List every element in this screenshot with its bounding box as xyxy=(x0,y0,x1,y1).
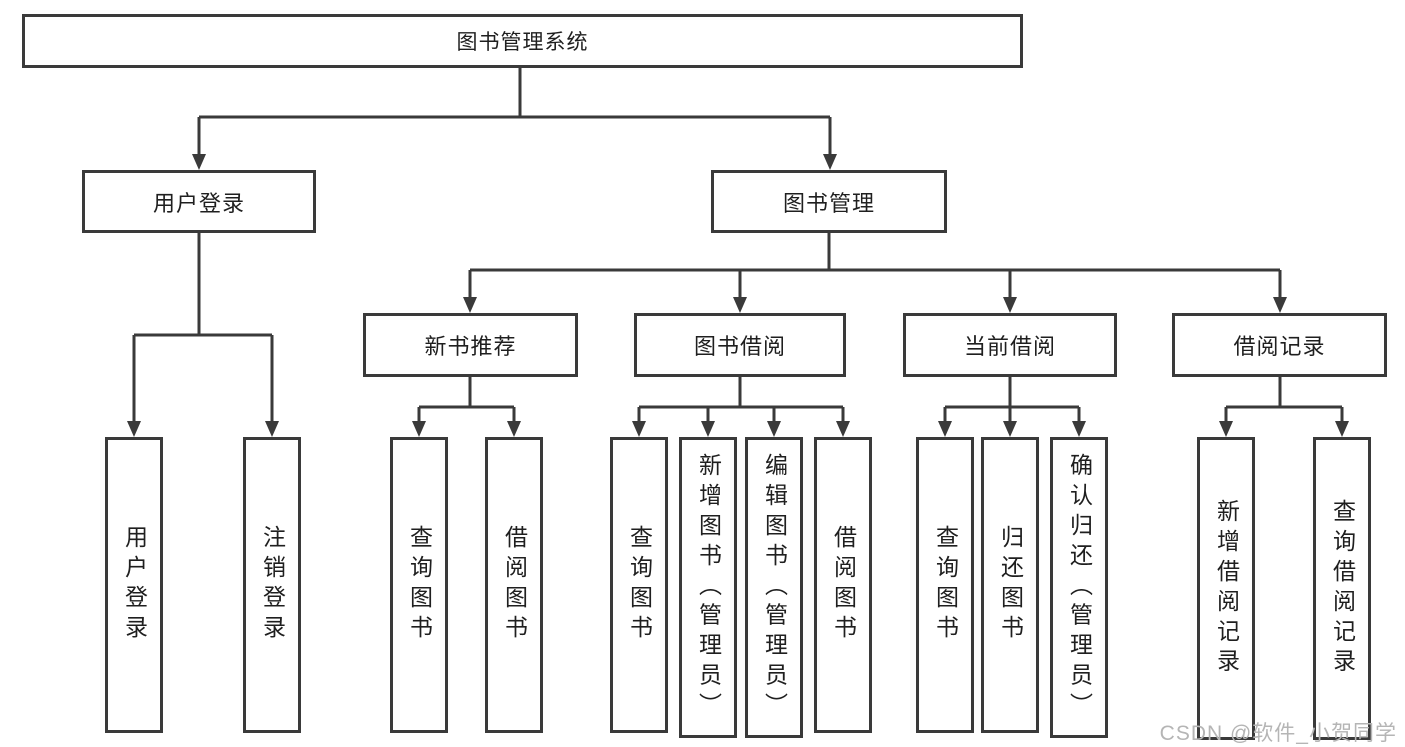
leaf-query-books-recommend: 查询图书 xyxy=(390,437,448,733)
leaf-query-books-borrow: 查询图书 xyxy=(610,437,668,733)
node-system-root: 图书管理系统 xyxy=(22,14,1023,68)
node-user-login-label: 用户登录 xyxy=(152,190,245,216)
leaf-borrow-books: 借阅图书 xyxy=(814,437,872,733)
node-system-root-label: 图书管理系统 xyxy=(456,31,589,54)
node-borrow-records: 借阅记录 xyxy=(1172,313,1387,377)
leaf-user-login-label: 用户登录 xyxy=(121,525,148,645)
leaf-confirm-return-admin: 确认归还（管理员） xyxy=(1050,437,1108,738)
node-book-management: 图书管理 xyxy=(711,170,947,233)
node-book-management-label: 图书管理 xyxy=(782,190,875,216)
leaf-borrow-books-recommend: 借阅图书 xyxy=(485,437,543,733)
node-current-borrow-label: 当前借阅 xyxy=(963,334,1056,359)
leaf-query-books-current-label: 查询图书 xyxy=(932,525,959,645)
leaf-query-books-recommend-label: 查询图书 xyxy=(406,525,433,645)
leaf-add-books-admin: 新增图书（管理员） xyxy=(679,437,737,738)
node-current-borrow: 当前借阅 xyxy=(903,313,1117,377)
leaf-query-borrow-record-label: 查询借阅记录 xyxy=(1329,498,1356,679)
leaf-query-borrow-record: 查询借阅记录 xyxy=(1313,437,1371,740)
leaf-borrow-books-label: 借阅图书 xyxy=(830,525,857,645)
leaf-logout-label: 注销登录 xyxy=(259,525,286,645)
leaf-add-borrow-record: 新增借阅记录 xyxy=(1197,437,1255,740)
node-user-login: 用户登录 xyxy=(82,170,316,233)
leaf-edit-books-admin-label: 编辑图书（管理员） xyxy=(761,452,788,723)
leaf-edit-books-admin: 编辑图书（管理员） xyxy=(745,437,803,738)
leaf-query-books-borrow-label: 查询图书 xyxy=(626,525,653,645)
node-new-book-recommend: 新书推荐 xyxy=(363,313,578,377)
leaf-add-books-admin-label: 新增图书（管理员） xyxy=(695,452,722,723)
node-borrow-records-label: 借阅记录 xyxy=(1233,334,1326,359)
csdn-watermark: CSDN @软件_小贺同学 xyxy=(1159,722,1397,745)
leaf-return-books: 归还图书 xyxy=(981,437,1039,733)
leaf-borrow-books-recommend-label: 借阅图书 xyxy=(501,525,528,645)
leaf-return-books-label: 归还图书 xyxy=(997,525,1024,645)
leaf-confirm-return-admin-label: 确认归还（管理员） xyxy=(1066,452,1093,723)
leaf-add-borrow-record-label: 新增借阅记录 xyxy=(1213,498,1240,679)
leaf-query-books-current: 查询图书 xyxy=(916,437,974,733)
node-book-borrow: 图书借阅 xyxy=(634,313,846,377)
leaf-logout: 注销登录 xyxy=(243,437,301,733)
leaf-user-login: 用户登录 xyxy=(105,437,163,733)
node-book-borrow-label: 图书借阅 xyxy=(693,334,786,359)
node-new-book-recommend-label: 新书推荐 xyxy=(424,334,517,359)
